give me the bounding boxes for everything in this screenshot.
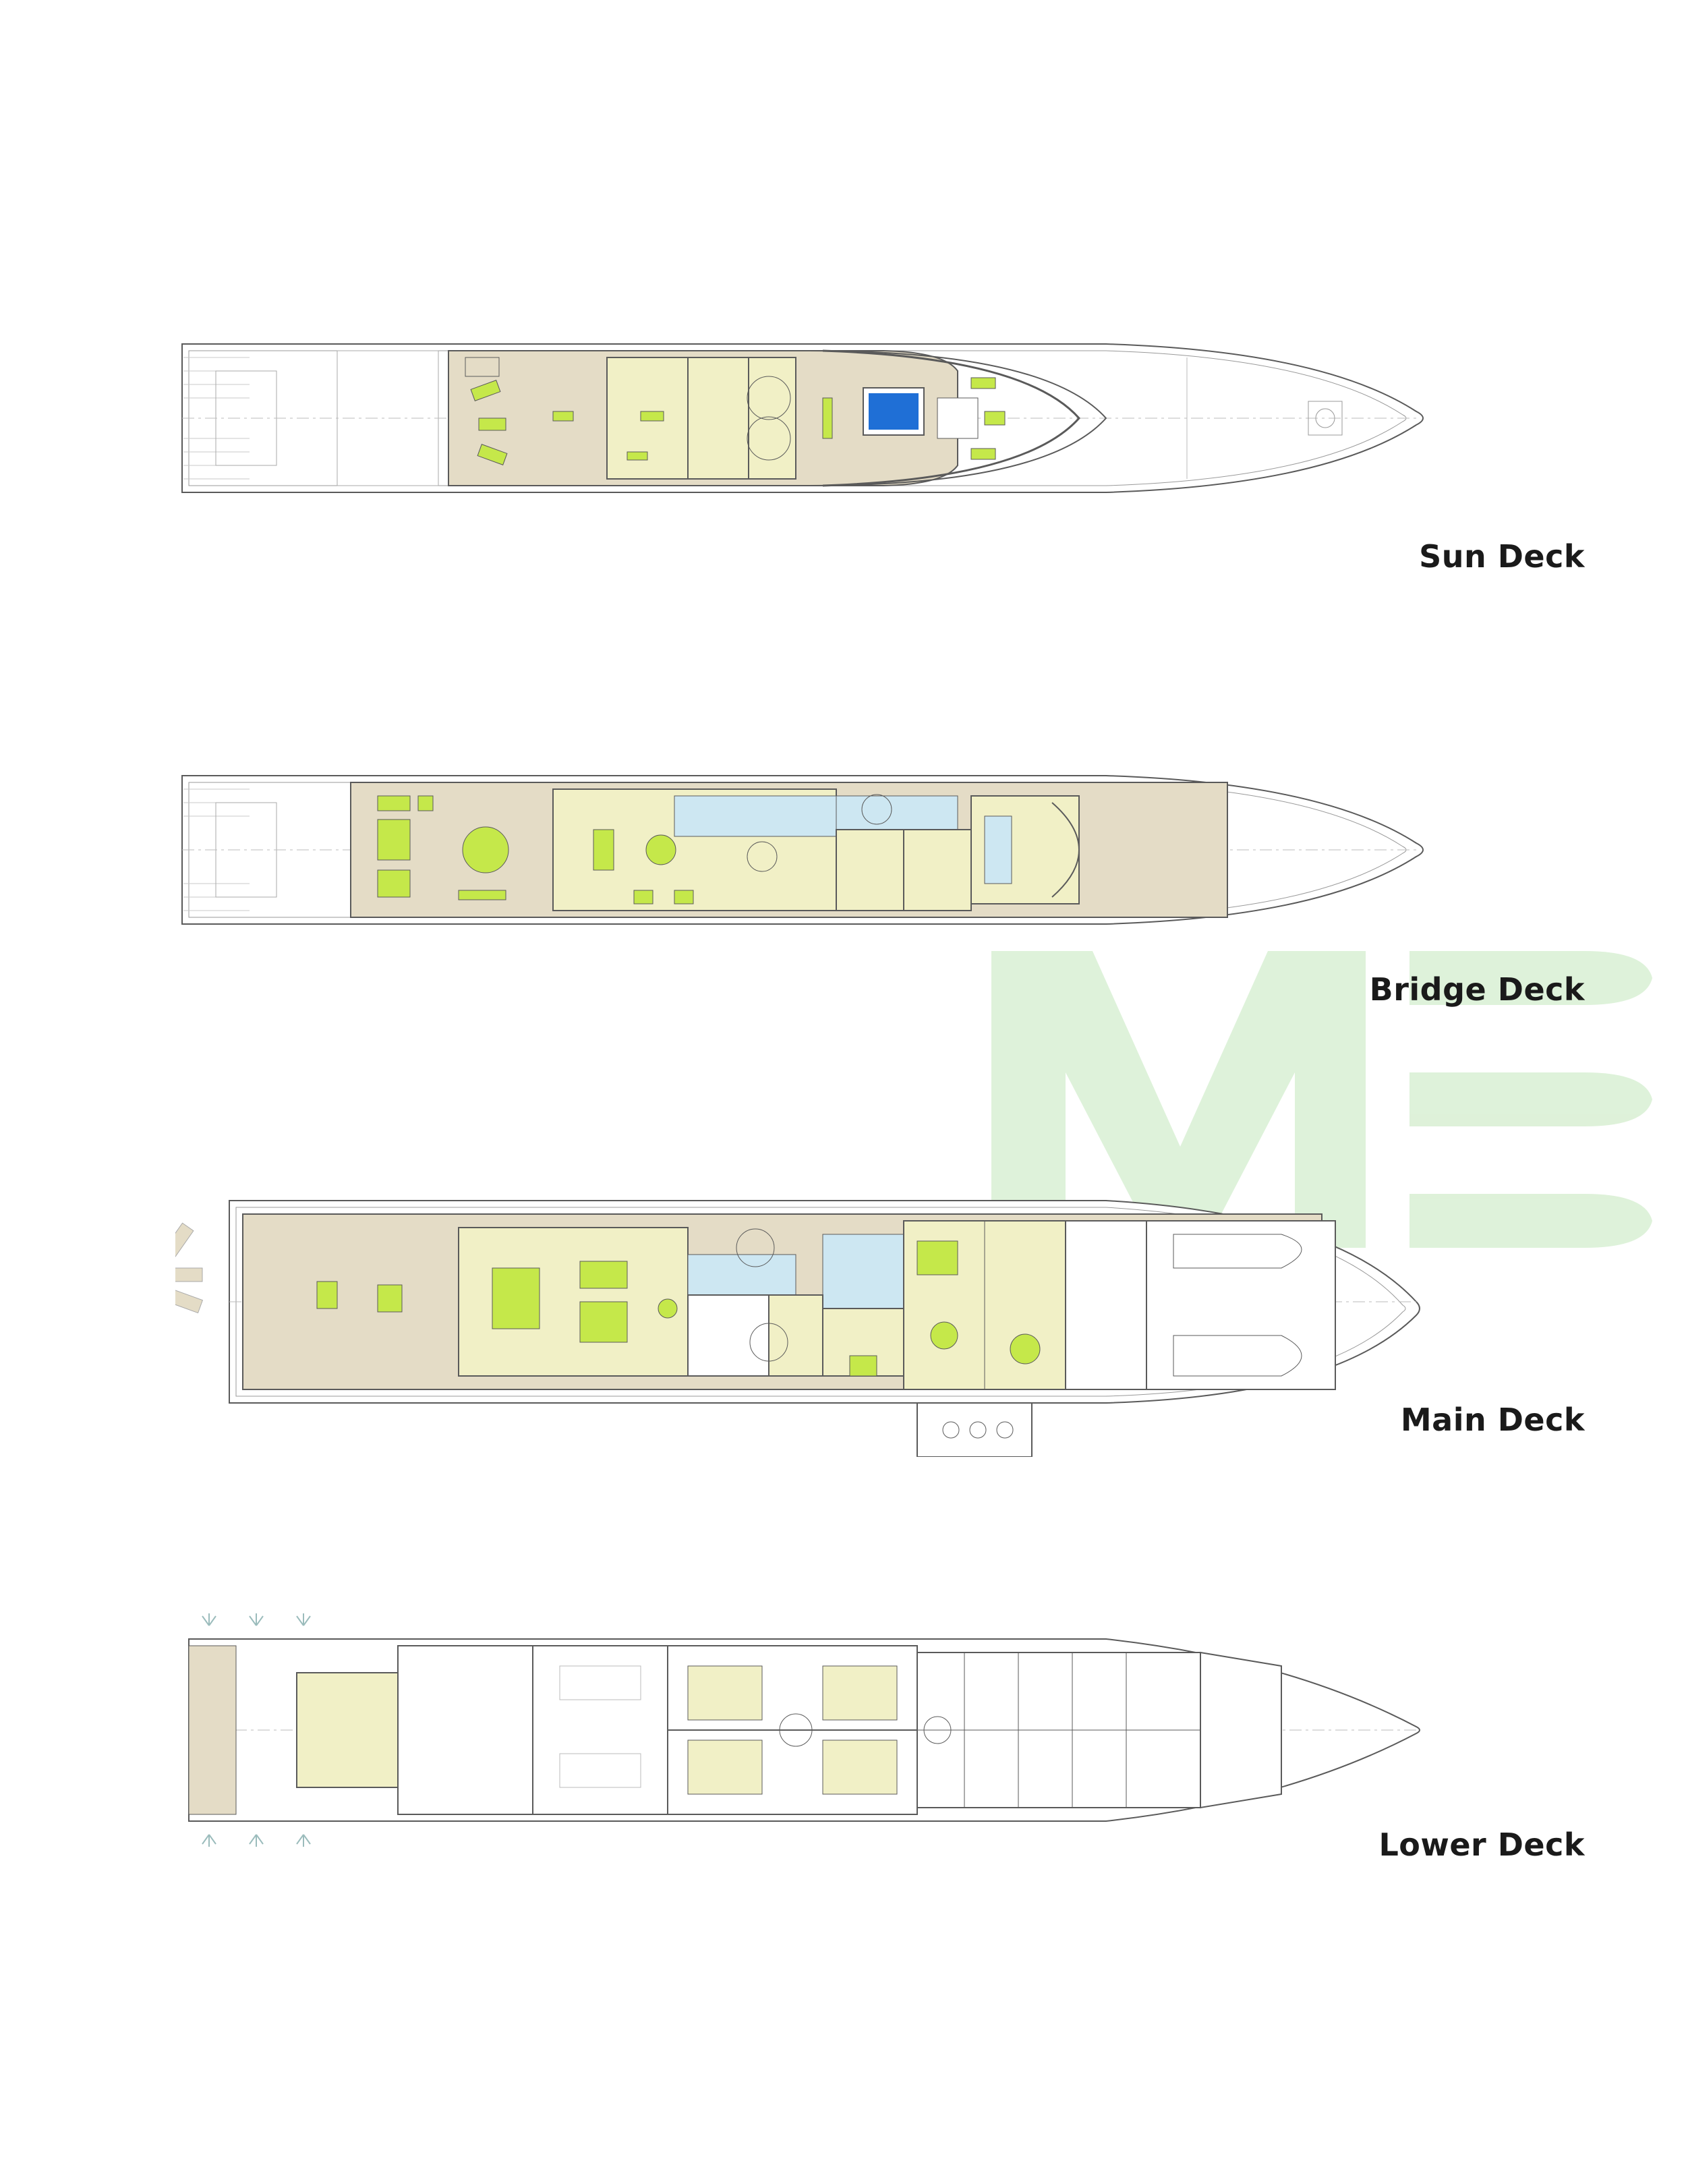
sun-deck-label: Sun Deck bbox=[1419, 538, 1585, 575]
main-deck-section: Main Deck bbox=[0, 1174, 1686, 1484]
lower-deck-section: Lower Deck bbox=[0, 1612, 1686, 1895]
bridge-deck-plan bbox=[181, 775, 1424, 925]
sun-deck-plan bbox=[181, 343, 1424, 493]
bridge-deck-section: Bridge Deck bbox=[0, 755, 1686, 1039]
bridge-deck-label: Bridge Deck bbox=[1369, 971, 1585, 1008]
watermark-logo bbox=[991, 951, 1652, 1248]
sun-deck-section: Sun Deck bbox=[0, 331, 1686, 614]
main-deck-plan bbox=[175, 1200, 1420, 1457]
lower-deck-plan bbox=[188, 1613, 1420, 1847]
main-deck-label: Main Deck bbox=[1400, 1402, 1585, 1438]
lower-deck-label: Lower Deck bbox=[1378, 1827, 1585, 1863]
